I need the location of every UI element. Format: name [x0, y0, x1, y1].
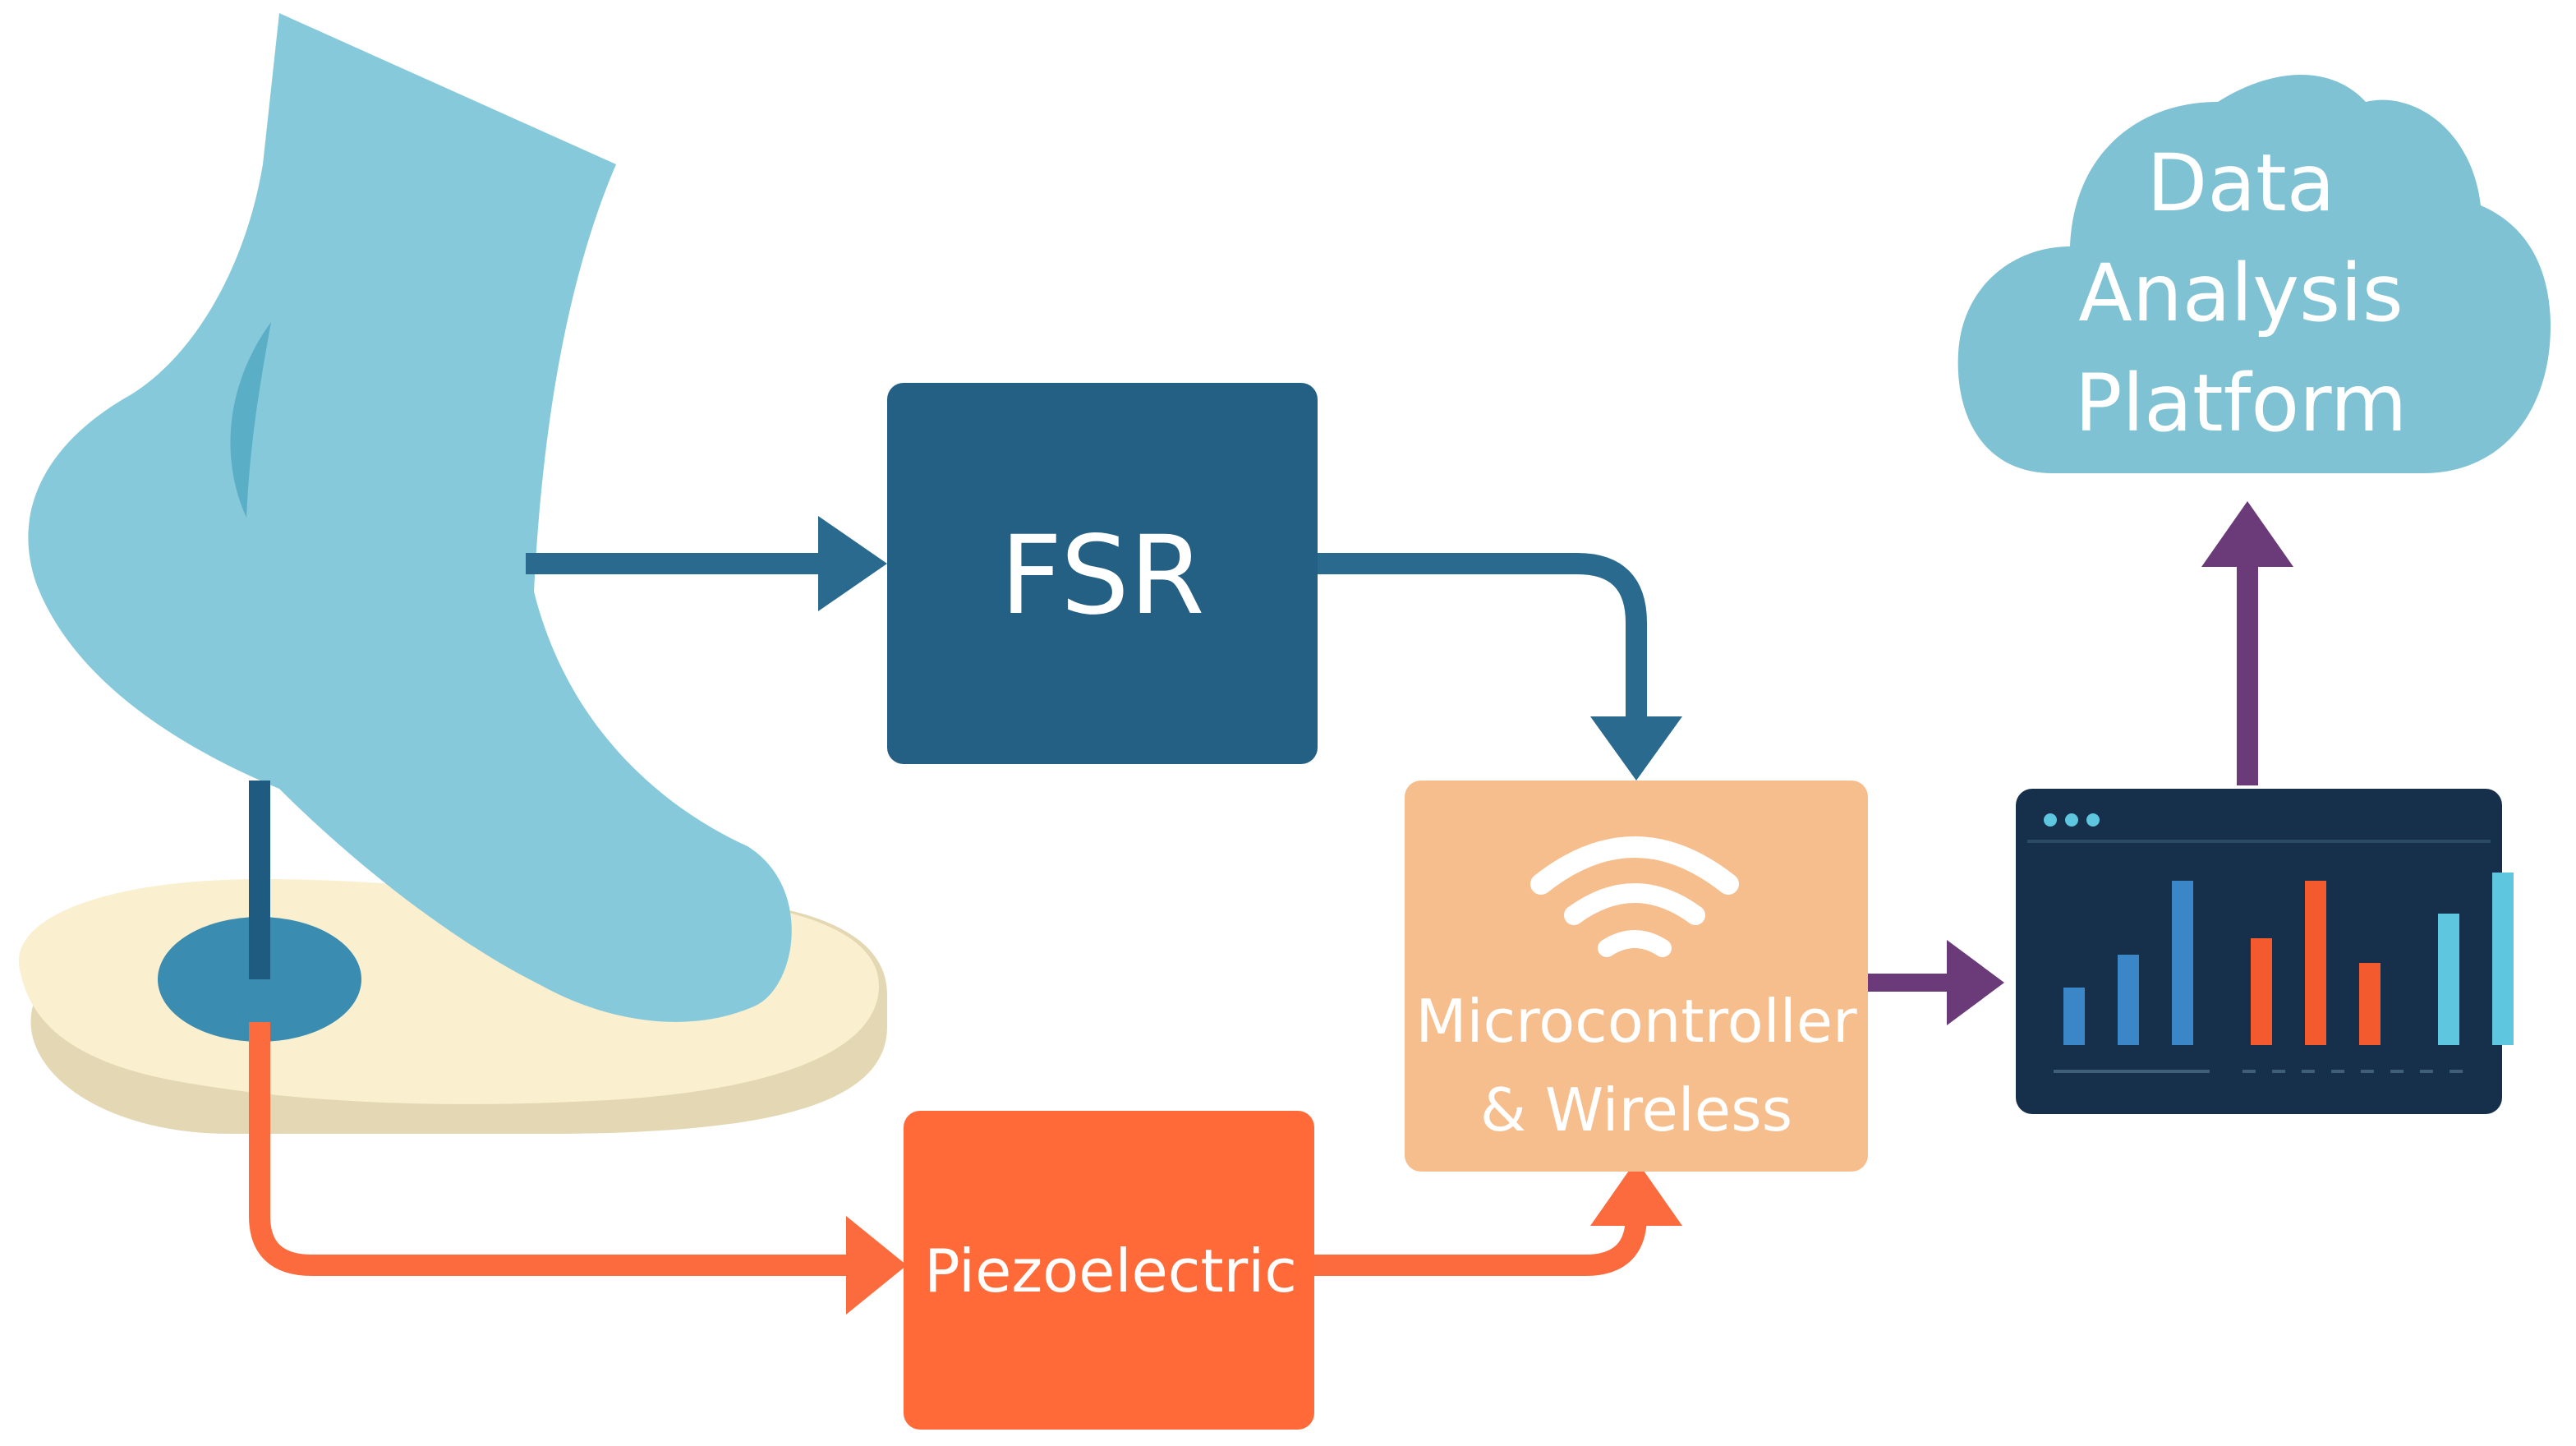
microcontroller-box: Microcontroller & Wireless: [1405, 781, 1868, 1172]
dashboard-bar: [2063, 988, 2085, 1045]
wifi-icon: [1530, 836, 1739, 957]
foot-icon: [28, 13, 792, 1022]
fsr-box: FSR: [887, 383, 1318, 764]
dashboard-bar: [2251, 938, 2272, 1045]
cloud-label-line1: Data: [2146, 137, 2334, 229]
dashboard-bar: [2492, 873, 2514, 1045]
mcu-label-line1: Microcontroller: [1415, 987, 1857, 1056]
dashboard-bar: [2305, 881, 2326, 1045]
piezoelectric-box: Piezoelectric: [904, 1111, 1314, 1430]
dashboard-bar: [2172, 881, 2193, 1045]
piezoelectric-label: Piezoelectric: [924, 1236, 1297, 1306]
dashboard-bar-chart: [2063, 873, 2514, 1045]
cloud-icon: Data Analysis Platform: [1957, 75, 2551, 473]
cloud-label-line3: Platform: [2075, 357, 2408, 449]
dashboard-bar: [2438, 914, 2459, 1045]
mcu-label-line2: & Wireless: [1480, 1075, 1792, 1144]
dashboard-bar: [2359, 963, 2380, 1045]
dashboard-monitor-icon: [2016, 789, 2514, 1114]
dashboard-bar: [2118, 955, 2139, 1045]
cloud-label-line2: Analysis: [2078, 247, 2404, 339]
fsr-label: FSR: [1000, 513, 1204, 639]
